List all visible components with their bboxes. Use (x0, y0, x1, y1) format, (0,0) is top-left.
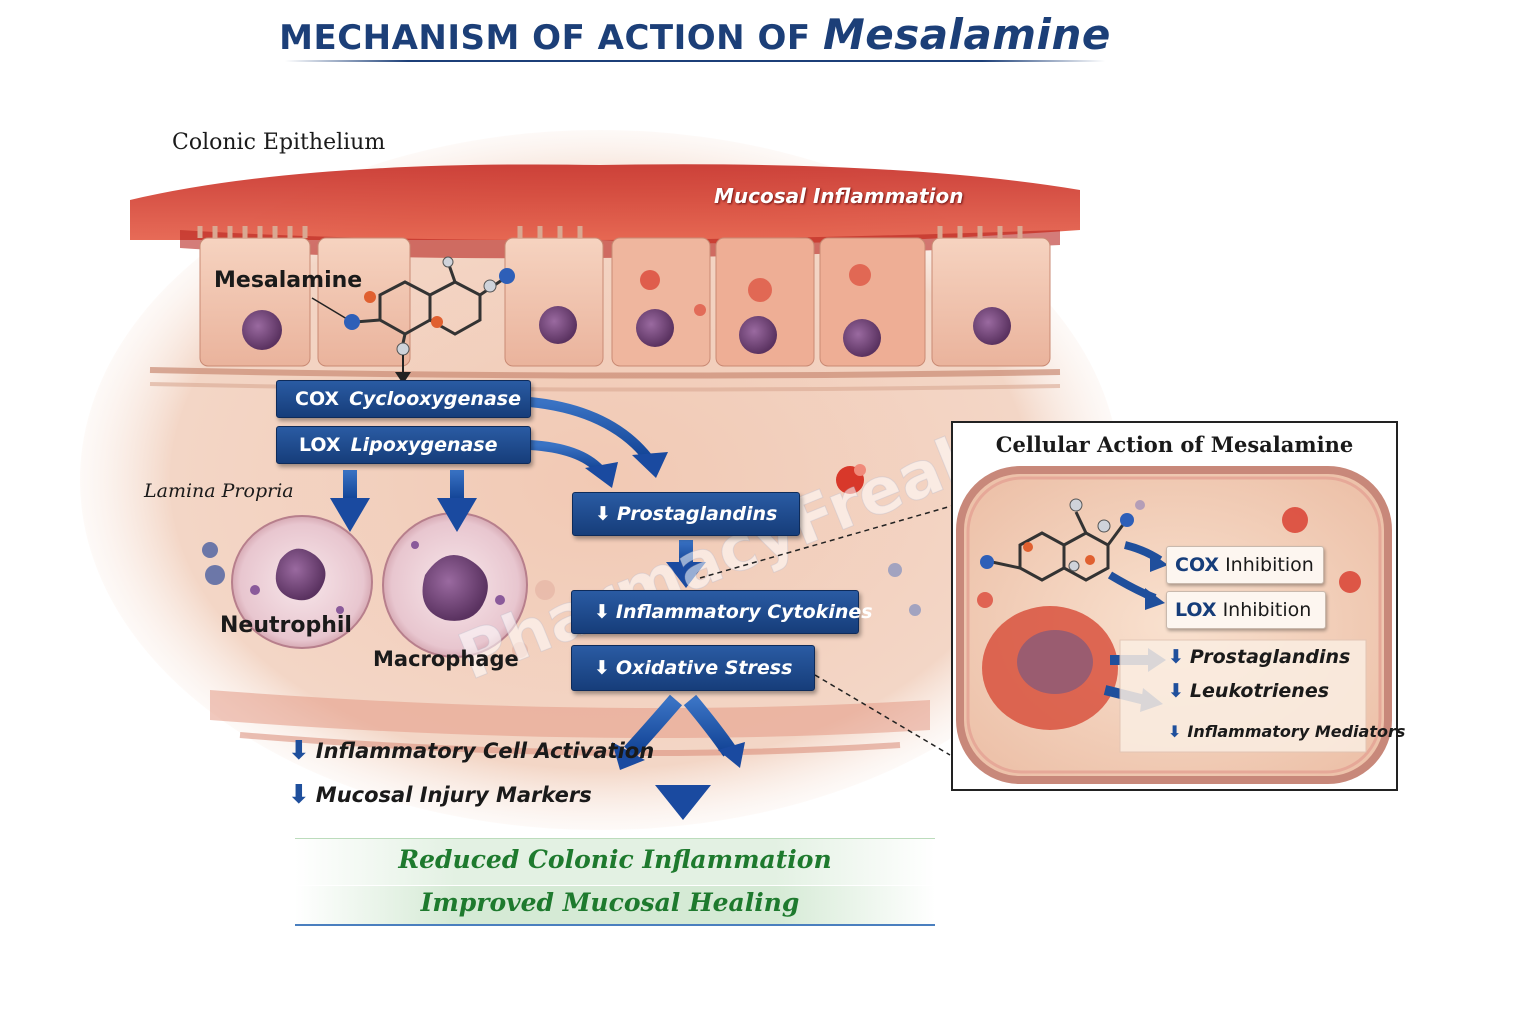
prostaglandins-box: ⬇ Prostaglandins (572, 492, 800, 536)
lamina-propria-label: Lamina Propria (144, 480, 294, 502)
lox-abbr: LOX (299, 434, 341, 456)
cox-name: Cyclooxygenase (349, 388, 521, 410)
cox-abbr: COX (295, 388, 340, 410)
inset-title: Cellular Action of Mesalamine (995, 432, 1354, 457)
title-drug: Mesalamine (822, 10, 1111, 59)
cox-enzyme-box: COX Cyclooxygenase (276, 380, 531, 418)
effect-cell-activation-text: Inflammatory Cell Activation (315, 739, 655, 763)
inset-leukotrienes: ⬇Leukotrienes (1168, 680, 1329, 702)
outcome-band-1 (295, 838, 935, 885)
cytokines-text: Inflammatory Cytokines (615, 601, 873, 623)
inset-prostaglandins-text: Prostaglandins (1189, 646, 1351, 668)
prostaglandins-text: Prostaglandins (616, 503, 778, 525)
effect-injury-markers-text: Mucosal Injury Markers (315, 783, 592, 807)
effect-cell-activation: ⬇ Inflammatory Cell Activation (288, 736, 654, 766)
cox-inhibition-box: COX Inhibition (1166, 546, 1324, 584)
neutrophil-label: Neutrophil (220, 613, 352, 638)
title-prefix: MECHANISM OF ACTION OF (279, 18, 811, 58)
macrophage-cell (382, 512, 528, 658)
lox-name: Lipoxygenase (350, 434, 498, 456)
title-underline (285, 60, 1105, 62)
inset-leukotrienes-text: Leukotrienes (1189, 680, 1330, 702)
inset-cell (977, 500, 1361, 730)
inset-mediators-text: Inflammatory Mediators (1187, 722, 1406, 741)
oxidative-stress-text: Oxidative Stress (615, 657, 793, 679)
down-arrow-icon: ⬇ (1168, 680, 1184, 702)
effect-injury-markers: ⬇ Mucosal Injury Markers (288, 780, 592, 810)
down-arrow-icon: ⬇ (594, 601, 610, 623)
epithelial-cells (197, 226, 1051, 367)
lox-enzyme-box: LOX Lipoxygenase (276, 426, 531, 464)
outcome-band-2 (295, 886, 935, 926)
lox-inhibition-text: Inhibition (1222, 599, 1312, 621)
down-arrow-icon: ⬇ (1168, 722, 1182, 741)
lox-inhibition-box: LOX Inhibition (1166, 591, 1326, 629)
outcome-reduced-inflammation: Reduced Colonic Inflammation (398, 845, 832, 874)
lox-inhibition-abbr: LOX (1175, 599, 1217, 621)
cox-inhibition-abbr: COX (1175, 554, 1220, 576)
inset-molecule (980, 498, 1134, 582)
outcome-improved-healing: Improved Mucosal Healing (420, 888, 800, 917)
colonic-epithelium-label: Colonic Epithelium (172, 130, 386, 155)
mesalamine-label: Mesalamine (214, 268, 363, 293)
cytokines-box: ⬇ Inflammatory Cytokines (571, 590, 873, 634)
inset-prostaglandins: ⬇Prostaglandins (1168, 646, 1350, 668)
page-title: MECHANISM OF ACTION OF Mesalamine (0, 10, 1390, 59)
down-arrow-icon: ⬇ (595, 503, 611, 525)
neutrophil-cell (231, 515, 373, 649)
mucosal-inflammation-label: Mucosal Inflammation (714, 184, 964, 208)
down-arrow-icon: ⬇ (288, 780, 310, 810)
down-arrow-icon: ⬇ (288, 736, 310, 766)
oxidative-stress-box: ⬇ Oxidative Stress (571, 645, 815, 691)
down-arrow-icon: ⬇ (594, 657, 610, 679)
mesalamine-molecule (311, 256, 515, 384)
inset-mediators: ⬇ Inflammatory Mediators (1168, 722, 1405, 741)
cox-inhibition-text: Inhibition (1225, 554, 1314, 576)
down-arrow-icon: ⬇ (1168, 646, 1184, 668)
macrophage-label: Macrophage (373, 647, 519, 671)
